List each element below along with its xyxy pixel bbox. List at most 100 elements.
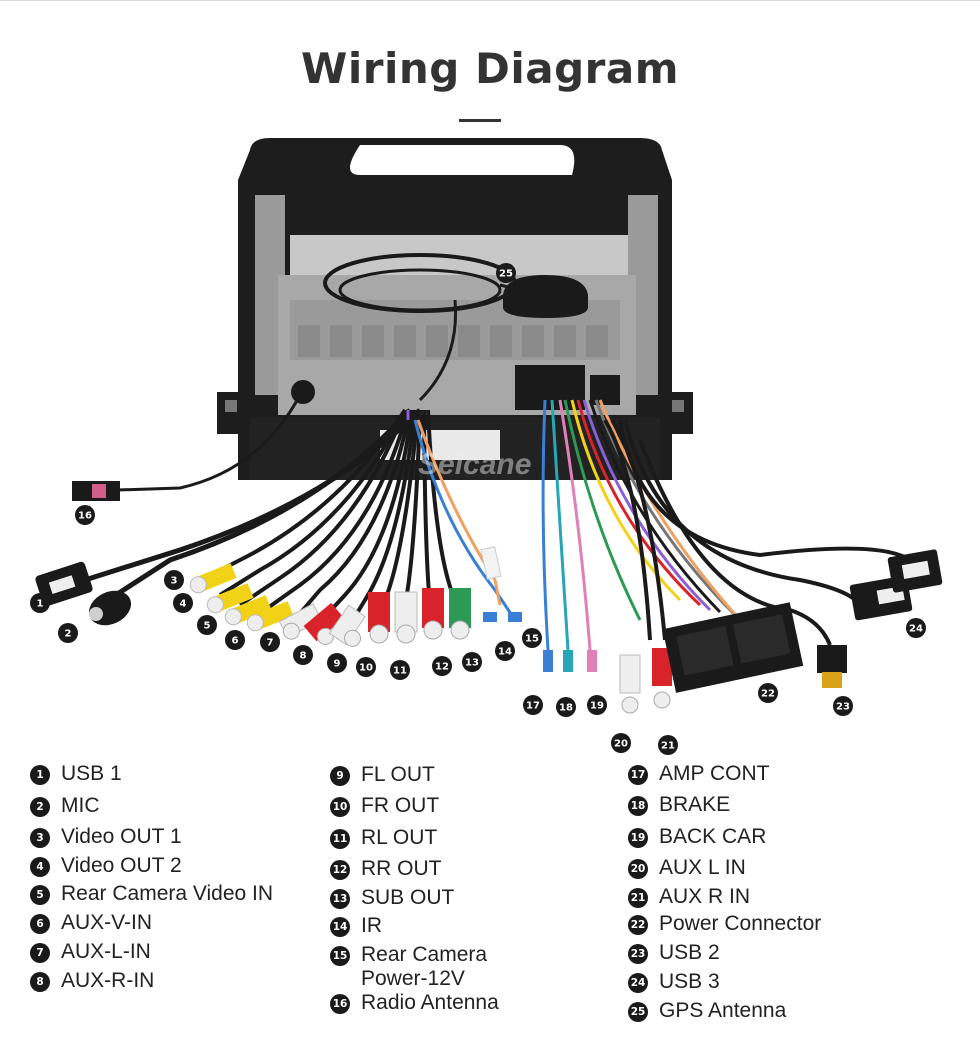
- callout-3: 3: [164, 570, 184, 590]
- callout-25: 25: [496, 263, 516, 283]
- callout-14: 14: [495, 641, 515, 661]
- callout-number: 3: [171, 576, 178, 587]
- legend-label: AMP CONT: [659, 762, 770, 785]
- gps-antenna: [323, 253, 588, 402]
- legend-item-15: 15 Rear Camera Power-12V: [330, 943, 487, 990]
- legend-number: 20: [628, 859, 648, 879]
- callout-number: 7: [267, 638, 274, 649]
- callout-5: 5: [197, 615, 217, 635]
- callout-number: 21: [661, 741, 675, 752]
- callout-number: 10: [359, 663, 373, 674]
- wiring-diagram: Seicane 12345678910111213141516171819202…: [30, 138, 943, 755]
- callout-number: 4: [180, 599, 187, 610]
- usb1-mic-connectors: [35, 561, 132, 626]
- legend-number: 9: [330, 766, 350, 786]
- callout-number: 18: [559, 703, 573, 714]
- legend-item-25: 25 GPS Antenna: [628, 999, 786, 1023]
- callout-number: 23: [836, 702, 850, 713]
- legend-label: Rear Camera Video IN: [61, 882, 274, 905]
- legend-item-17: 17 AMP CONT: [628, 762, 769, 786]
- callout-number: 19: [590, 701, 604, 712]
- callout-11: 11: [390, 660, 410, 680]
- legend-label: Power Connector: [659, 912, 822, 935]
- radio-antenna-cable: [72, 394, 302, 501]
- callout-16: 16: [75, 505, 95, 525]
- legend-number: 8: [30, 972, 50, 992]
- legend-item-8: 8 AUX-R-IN: [30, 969, 154, 993]
- legend-number: 11: [330, 829, 350, 849]
- legend-label: RL OUT: [361, 826, 438, 849]
- callout-number: 12: [435, 662, 449, 673]
- legend-number: 25: [628, 1002, 648, 1022]
- legend-item-14: 14 IR: [330, 914, 382, 938]
- legend-number: 19: [628, 828, 648, 848]
- callout-10: 10: [356, 657, 376, 677]
- legend-number: 17: [628, 765, 648, 785]
- callout-number: 11: [393, 666, 407, 677]
- legend-number: 5: [30, 885, 50, 905]
- legend-label: MIC: [61, 794, 100, 817]
- callout-21: 21: [658, 735, 678, 755]
- legend-number: 13: [330, 889, 350, 909]
- callout-number: 14: [498, 647, 512, 658]
- legend-number: 15: [330, 946, 350, 966]
- legend-label: USB 1: [61, 762, 122, 785]
- legend-label: GPS Antenna: [659, 999, 787, 1022]
- legend-label: Video OUT 2: [61, 854, 182, 877]
- callout-number: 25: [499, 269, 513, 280]
- legend-number: 21: [628, 888, 648, 908]
- legend-label: USB 3: [659, 970, 720, 993]
- callout-8: 8: [293, 645, 313, 665]
- legend-label: AUX R IN: [659, 885, 751, 908]
- legend-label: AUX L IN: [659, 856, 746, 879]
- callout-number: 20: [614, 739, 628, 750]
- legend-item-20: 20 AUX L IN: [628, 856, 746, 880]
- legend-label: Video OUT 1: [61, 825, 182, 848]
- legend-number: 22: [628, 915, 648, 935]
- callout-number: 5: [204, 621, 211, 632]
- legend-label: RR OUT: [361, 857, 442, 880]
- callout-6: 6: [225, 630, 245, 650]
- callout-9: 9: [327, 653, 347, 673]
- legend-number: 14: [330, 917, 350, 937]
- legend-number: 12: [330, 860, 350, 880]
- legend-number: 24: [628, 973, 648, 993]
- callout-22: 22: [758, 683, 778, 703]
- callout-number: 24: [909, 624, 923, 635]
- legend-label: Radio Antenna: [361, 991, 499, 1014]
- callout-number: 2: [65, 629, 72, 640]
- callout-2: 2: [58, 623, 78, 643]
- legend-label: Rear Camera Power-12V: [361, 943, 488, 990]
- legend-item-11: 11 RL OUT: [330, 826, 437, 850]
- legend-item-21: 21 AUX R IN: [628, 885, 750, 909]
- legend-label: FL OUT: [361, 763, 435, 786]
- legend-number: 10: [330, 797, 350, 817]
- legend-number: 6: [30, 914, 50, 934]
- callout-7: 7: [260, 632, 280, 652]
- legend-item-4: 4 Video OUT 2: [30, 854, 182, 878]
- callout-23: 23: [833, 696, 853, 716]
- page-title: Wiring Diagram: [301, 44, 679, 93]
- av-harness: [84, 408, 517, 629]
- legend-number: 16: [330, 994, 350, 1014]
- callout-4: 4: [173, 593, 193, 613]
- legend-label: AUX-R-IN: [61, 969, 155, 992]
- callout-17: 17: [523, 695, 543, 715]
- power-harness: [541, 399, 912, 651]
- callout-number: 1: [37, 599, 44, 610]
- callout-number: 17: [526, 701, 540, 712]
- callout-number: 9: [334, 659, 341, 670]
- right-connectors: [543, 549, 943, 714]
- title-underline: [459, 119, 501, 122]
- legend-number: 4: [30, 857, 50, 877]
- legend-label: IR: [361, 914, 382, 937]
